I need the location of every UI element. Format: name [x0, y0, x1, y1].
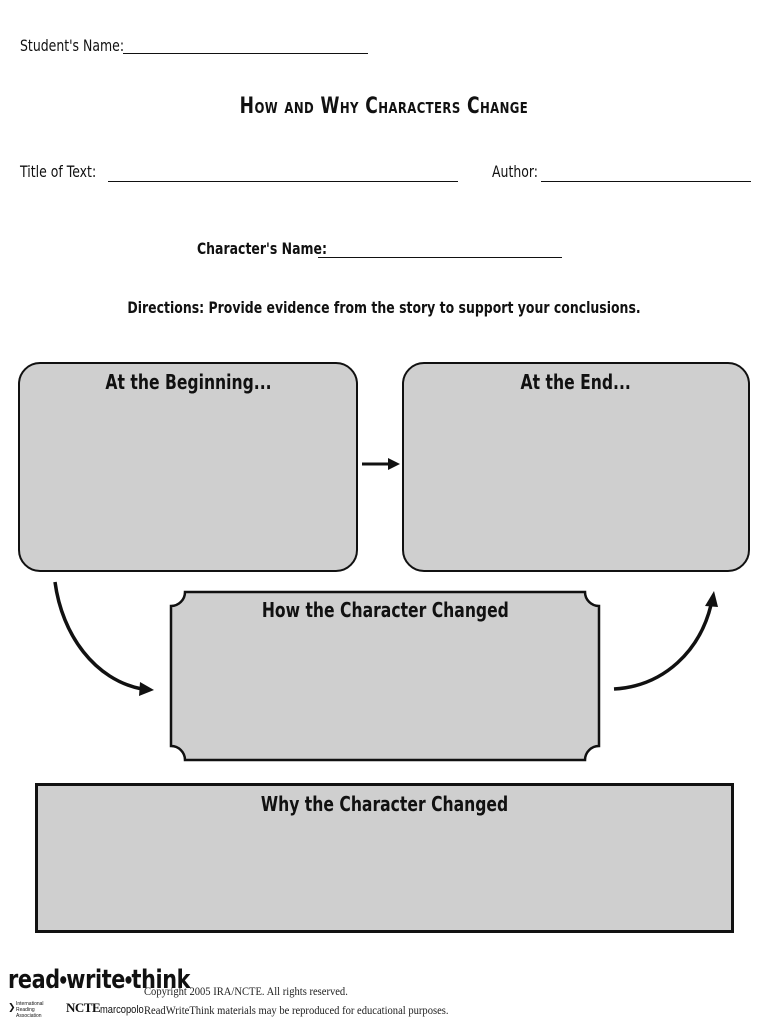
- character-name-field[interactable]: [318, 257, 562, 258]
- marcopolo-logo: marcopolo: [100, 1004, 144, 1016]
- character-name-label: Character's Name:: [197, 239, 327, 258]
- worksheet-title: How and Why Characters Change: [239, 94, 529, 119]
- logo-write: write: [66, 965, 125, 995]
- title-of-text-label: Title of Text:: [20, 162, 97, 181]
- how-changed-title: How the Character Changed: [261, 598, 509, 622]
- end-box[interactable]: At the End...: [402, 362, 750, 572]
- ira-logo-icon: ❯: [8, 1003, 16, 1013]
- logo-think: think: [131, 965, 191, 995]
- readwritethink-logo: read●write●think ❯ International Reading…: [8, 965, 191, 1019]
- student-name-label: Student's Name:: [20, 36, 125, 55]
- student-name-field[interactable]: [123, 53, 368, 54]
- copyright-text: Copyright 2005 IRA/NCTE. All rights rese…: [144, 984, 348, 998]
- left-curve-arrow: [53, 581, 143, 691]
- right-curve-arrow: [613, 604, 713, 691]
- ira-logo-text: International Reading Association: [16, 1001, 44, 1019]
- end-box-title: At the End...: [520, 370, 632, 394]
- right-arrow-head: [388, 458, 400, 470]
- beginning-box[interactable]: At the Beginning...: [18, 362, 358, 572]
- left-curve-arrow-head: [139, 682, 154, 696]
- why-changed-box[interactable]: Why the Character Changed: [35, 783, 734, 933]
- directions-text: Directions: Provide evidence from the st…: [127, 298, 641, 317]
- right-curve-arrow-head: [705, 591, 718, 607]
- why-changed-title: Why the Character Changed: [260, 792, 509, 816]
- how-changed-box[interactable]: [176, 630, 594, 754]
- reproduce-note: ReadWriteThink materials may be reproduc…: [144, 1003, 449, 1017]
- author-label: Author:: [492, 162, 539, 181]
- author-field[interactable]: [541, 181, 751, 182]
- beginning-box-title: At the Beginning...: [104, 370, 272, 394]
- logo-read: read: [8, 965, 60, 995]
- ncte-logo: NCTE: [66, 1000, 101, 1015]
- title-of-text-field[interactable]: [108, 181, 458, 182]
